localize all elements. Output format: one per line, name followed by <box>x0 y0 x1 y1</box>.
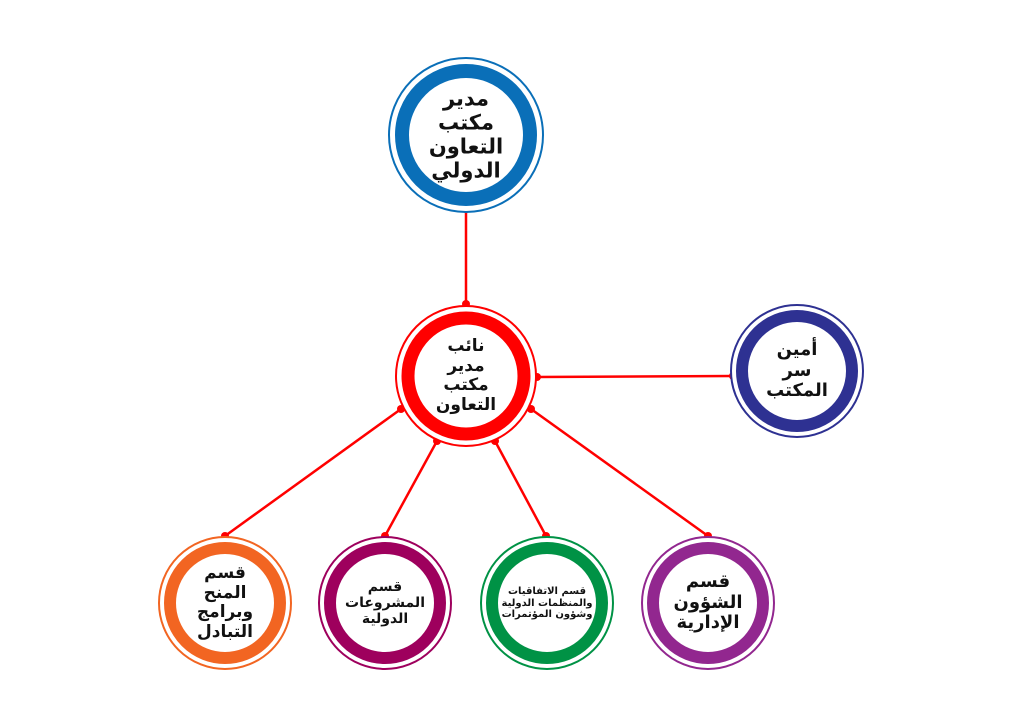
label-line: الدولي <box>431 159 501 184</box>
thick-ring <box>395 64 537 206</box>
label-line: الدولية <box>361 611 409 628</box>
connector-deputy-projects <box>383 440 439 537</box>
label-line: سر <box>782 359 812 381</box>
thick-ring <box>647 542 769 664</box>
connectors <box>224 209 734 538</box>
node-secretary <box>730 304 864 438</box>
connector-deputy-agreements <box>493 440 548 537</box>
label-line: قسم <box>367 578 403 595</box>
label-line: التبادل <box>197 621 253 642</box>
label-line: أمين <box>776 338 818 360</box>
label-line: التعاون <box>428 135 504 159</box>
label-line: قسم الاتفاقيات <box>507 585 587 597</box>
thick-ring <box>736 310 858 432</box>
label-line: الإدارية <box>676 612 740 634</box>
label-line: المشروعات <box>345 594 425 611</box>
label-line: قسم <box>204 562 246 583</box>
node-grants <box>158 536 292 670</box>
label-line: مدير <box>442 86 490 111</box>
thick-ring <box>164 542 286 664</box>
thick-ring <box>324 542 446 664</box>
label-line: قسم <box>685 570 731 592</box>
node-agreements <box>480 536 614 670</box>
node-admin <box>641 536 775 670</box>
label-line: مدير <box>447 355 485 376</box>
label-line: المكتب <box>766 380 828 402</box>
connector-deputy-secretary <box>536 374 734 379</box>
node-projects <box>318 536 452 670</box>
connector-deputy-grants <box>224 407 402 538</box>
label-line: المنح <box>203 582 247 603</box>
node-deputy <box>395 305 537 447</box>
thick-ring <box>486 542 608 664</box>
label-line: والمنظمات الدولية <box>501 597 593 609</box>
label-line: مكتب <box>443 375 489 395</box>
label-line: التعاون <box>435 394 497 415</box>
connector-deputy-admin <box>530 407 709 538</box>
label-line: الشؤون <box>673 591 743 613</box>
label-line: وشؤون المؤتمرات <box>501 608 593 620</box>
thick-ring <box>401 311 531 441</box>
label-line: مكتب <box>437 110 495 135</box>
label-line: نائب <box>447 335 485 356</box>
node-director <box>388 57 544 213</box>
label-line: وبرامج <box>196 602 254 622</box>
